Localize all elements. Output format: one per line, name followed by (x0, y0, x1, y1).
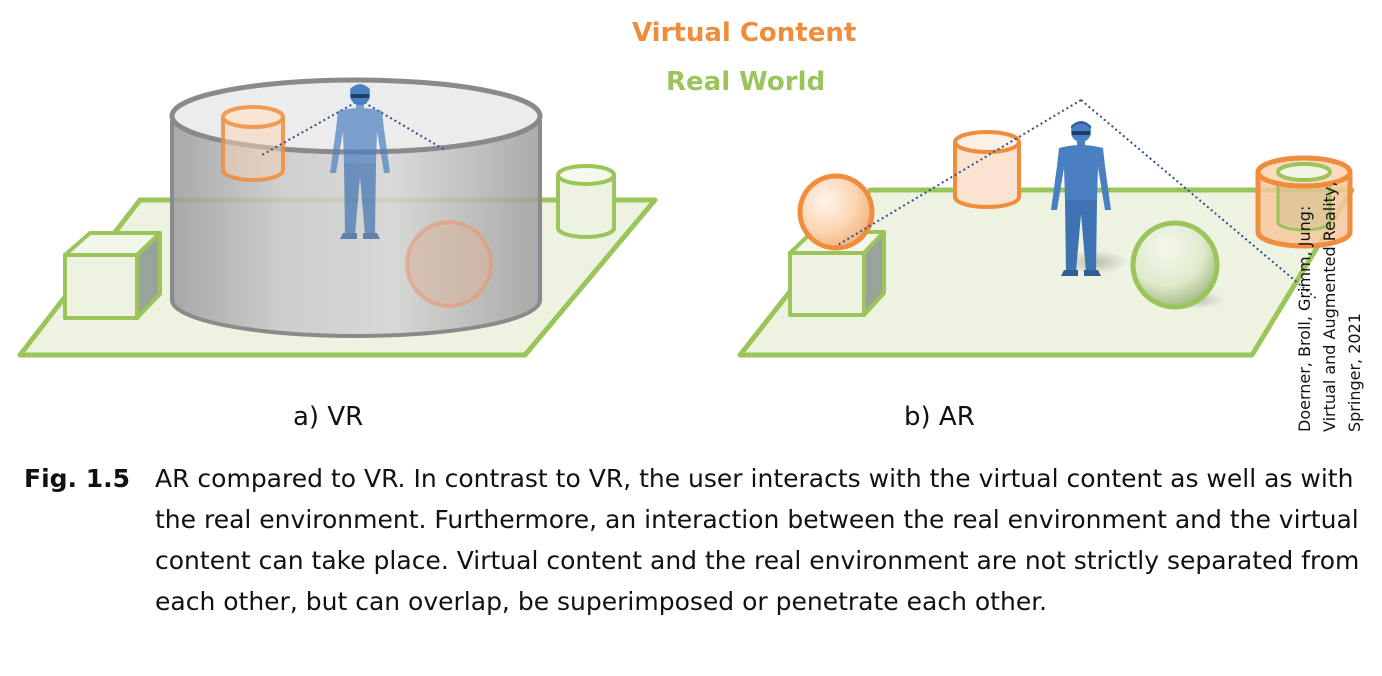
legend-virtual-content: Virtual Content (632, 18, 857, 48)
vr-orange-sphere (405, 220, 493, 308)
caption-label: Fig. 1.5 (24, 464, 131, 493)
vr-panel (17, 77, 658, 358)
vr-green-cylinder (556, 164, 616, 239)
vr-view-line-right (359, 99, 446, 151)
vr-person-head (350, 85, 370, 105)
vr-ar-diagram (17, 77, 1355, 358)
vr-orange-cylinder (221, 105, 285, 182)
caption-text: AR compared to VR. In contrast to VR, th… (155, 464, 1360, 616)
vr-green-cube (63, 231, 162, 320)
ar-panel-label: b) AR (904, 402, 975, 432)
credit-line-2: Virtual and Augmented Reality, (1320, 181, 1339, 433)
credit-line-3: Springer, 2021 (1345, 313, 1364, 432)
ar-orange-cylinder (953, 130, 1021, 209)
vr-view-line-left (261, 99, 361, 156)
vr-panel-label: a) VR (293, 402, 364, 432)
ar-view-line-right (1080, 99, 1319, 301)
legend-real-world: Real World (666, 67, 826, 97)
ar-orange-sphere (797, 173, 875, 251)
ar-green-cube (788, 230, 886, 317)
ar-green-sphere (1130, 220, 1220, 310)
ar-panel (737, 99, 1355, 358)
credit-line-1: Doerner, Broll, Grimm, Jung: (1295, 205, 1314, 432)
ar-overlapping-cylinders (1255, 155, 1353, 249)
source-credit: Doerner, Broll, Grimm, Jung: Virtual and… (1292, 181, 1367, 433)
